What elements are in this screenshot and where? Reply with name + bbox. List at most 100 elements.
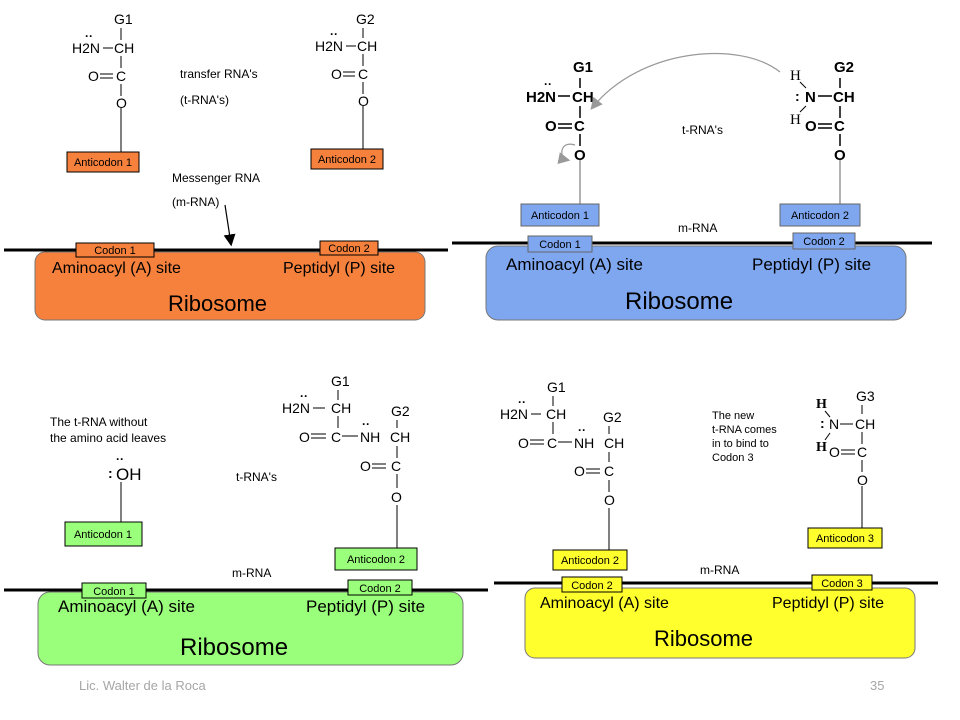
p-site-label: Peptidyl (P) site bbox=[283, 260, 395, 277]
anticodon-2-label: Anticodon 2 bbox=[318, 154, 376, 166]
trnas-label: t-RNA's bbox=[682, 123, 723, 137]
alpha-carbon-2-label: CH bbox=[604, 435, 624, 451]
panel-3: Codon 1 Codon 2 Aminoacyl (A) site Pepti… bbox=[4, 373, 488, 666]
carbonyl-o-2-label: O bbox=[360, 458, 371, 474]
codon-2-label: Codon 2 bbox=[359, 583, 401, 595]
codon-3-label: Codon 3 bbox=[821, 578, 863, 590]
new-trna-note-line-4: Codon 3 bbox=[712, 452, 754, 464]
ester-o-label: O bbox=[604, 492, 615, 508]
mrna-caption-line-1: Messenger RNA bbox=[172, 171, 260, 185]
ribosome-body bbox=[37, 591, 464, 666]
codon-2-box bbox=[319, 240, 379, 256]
peptide-transfer-arrow bbox=[590, 52, 781, 110]
dipeptide: G1 ·· H2N CH O C ·· NH G2 CH O C O bbox=[500, 379, 624, 508]
lone-pair-dots: ·· bbox=[578, 423, 586, 437]
footer-page-number: 35 bbox=[870, 678, 885, 693]
anticodon-2-box bbox=[310, 148, 384, 170]
codon-1-label: Codon 1 bbox=[93, 586, 135, 598]
new-trna-note-line-1: The new bbox=[712, 410, 754, 422]
bond bbox=[824, 432, 831, 441]
amine-label: H2N bbox=[526, 89, 556, 106]
anticodon-2-box bbox=[779, 203, 861, 227]
alpha-carbon-label: CH bbox=[572, 89, 594, 106]
codon-1-box bbox=[75, 242, 155, 258]
a-site-label: Aminoacyl (A) site bbox=[58, 597, 195, 616]
carbonyl-c-label: C bbox=[331, 429, 341, 445]
anticodon-1-label: Anticodon 1 bbox=[74, 529, 132, 541]
bond bbox=[799, 81, 807, 89]
carbonyl-c-label: C bbox=[574, 118, 585, 135]
hydroxyl-label: OH bbox=[116, 465, 142, 484]
trnas-label: t-RNA's bbox=[236, 470, 277, 484]
alpha-carbon-label: CH bbox=[114, 40, 134, 56]
a-site-label: Aminoacyl (A) site bbox=[506, 255, 643, 274]
carbonyl-c-2-label: C bbox=[391, 458, 401, 474]
codon-2-box bbox=[561, 576, 623, 593]
amide-nh-label: NH bbox=[360, 429, 380, 445]
ribosome-body bbox=[485, 245, 907, 321]
alpha-carbon-label: CH bbox=[357, 38, 377, 54]
anticodon-2-label: Anticodon 2 bbox=[347, 554, 405, 566]
amine-label: H2N bbox=[500, 406, 528, 422]
anticodon-2-label: Anticodon 2 bbox=[561, 555, 619, 567]
ester-o-label: O bbox=[391, 489, 402, 505]
carbonyl-o-label: O bbox=[518, 435, 529, 451]
p-site-label: Peptidyl (P) site bbox=[772, 595, 884, 612]
carbonyl-o-label: O bbox=[299, 429, 310, 445]
a-site-label: Aminoacyl (A) site bbox=[540, 595, 669, 612]
leaving-note-line-2: the amino acid leaves bbox=[50, 431, 166, 445]
g1-label: G1 bbox=[331, 373, 350, 389]
amide-nh-label: NH bbox=[574, 435, 594, 451]
mrna-label: m-RNA bbox=[232, 566, 271, 580]
codon-1-box bbox=[81, 582, 147, 599]
anticodon-3-label: Anticodon 3 bbox=[816, 533, 874, 545]
ribosome-label: Ribosome bbox=[180, 634, 288, 661]
amino-acid-1: G1 ·· H2N CH O C O bbox=[526, 59, 594, 164]
a-site-label: Aminoacyl (A) site bbox=[52, 260, 181, 277]
carbonyl-c-label: C bbox=[358, 66, 368, 82]
alpha-carbon-label: CH bbox=[833, 89, 855, 106]
n-label: N bbox=[805, 89, 816, 106]
h-top-label: H bbox=[816, 397, 827, 412]
p-site-label: Peptidyl (P) site bbox=[306, 597, 425, 616]
alpha-carbon-1-label: CH bbox=[331, 400, 351, 416]
new-trna-note-line-2: t-RNA comes bbox=[712, 424, 777, 436]
alpha-carbon-label: CH bbox=[855, 416, 875, 432]
codon-1-label: Codon 1 bbox=[94, 245, 136, 257]
g1-label: G1 bbox=[573, 59, 593, 76]
lone-pair-side: : bbox=[108, 465, 113, 481]
ribosome-label: Ribosome bbox=[625, 288, 733, 315]
amino-acid-1: G1 ·· H2N CH O C O bbox=[72, 11, 134, 111]
dipeptide: G1 ·· H2N CH O C ·· NH G2 CH O C O bbox=[282, 373, 410, 505]
lone-pair-dots: ·· bbox=[330, 27, 338, 41]
alpha-carbon-1-label: CH bbox=[546, 406, 566, 422]
ester-o-label: O bbox=[358, 93, 369, 109]
anticodon-2-box bbox=[334, 547, 418, 571]
bond bbox=[799, 105, 807, 113]
amino-acid-2: G2 H : N CH H O C O bbox=[790, 59, 855, 164]
codon-3-box bbox=[811, 574, 873, 591]
codon-2-label: Codon 2 bbox=[571, 580, 613, 592]
lone-pair-dots: ·· bbox=[85, 29, 93, 43]
curved-small-arrow bbox=[557, 143, 576, 164]
ester-o-label: O bbox=[857, 472, 868, 488]
mrna-caption-line-2: (m-RNA) bbox=[172, 195, 219, 209]
p-site-label: Peptidyl (P) site bbox=[752, 255, 871, 274]
h-bottom-label: H bbox=[816, 440, 827, 455]
panel-2: Codon 1 Codon 2 Aminoacyl (A) site Pepti… bbox=[452, 52, 932, 321]
mrna-pointer-arrow bbox=[223, 204, 236, 247]
anticodon-3-box bbox=[807, 527, 883, 549]
g2-label: G2 bbox=[391, 403, 410, 419]
lone-pair-dots: ·· bbox=[300, 389, 308, 403]
panel-1: Codon 1 Codon 2 Aminoacyl (A) site Pepti… bbox=[4, 11, 448, 321]
amino-acid-2: G2 ·· H2N CH O C O bbox=[315, 11, 377, 109]
carbonyl-c-label: C bbox=[116, 68, 126, 84]
anticodon-2-label: Anticodon 2 bbox=[791, 210, 849, 222]
lone-pair-dots: : bbox=[820, 415, 825, 431]
anticodon-1-box bbox=[520, 203, 600, 227]
g1-label: G1 bbox=[114, 11, 133, 27]
footer-author: Lic. Walter de la Roca bbox=[79, 678, 206, 693]
amine-label: H2N bbox=[315, 38, 343, 54]
anticodon-1-box bbox=[66, 151, 140, 173]
